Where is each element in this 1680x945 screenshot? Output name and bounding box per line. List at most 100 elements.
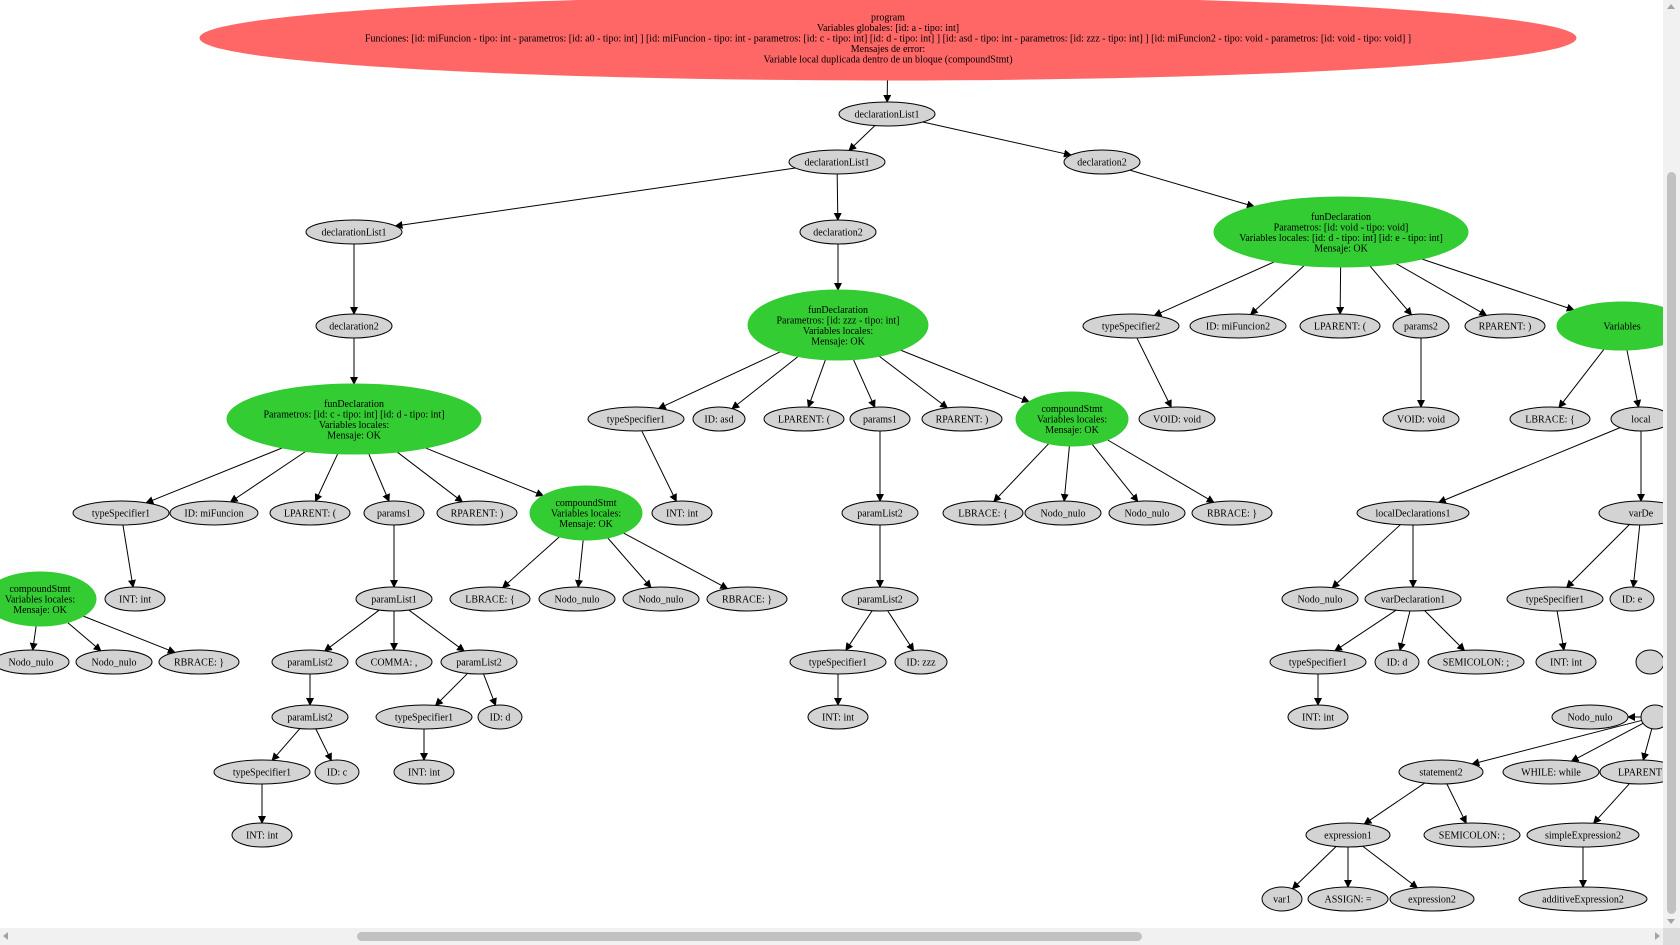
node-lb_r[interactable]: LBRACE: { [1509, 406, 1591, 432]
node-decl2_r[interactable]: declaration2 [1063, 149, 1141, 175]
node-id_zzz[interactable]: ID: zzz [894, 649, 948, 675]
edge-lparent_r2-to-se2 [1592, 783, 1630, 824]
node-label: statement2 [1419, 768, 1462, 779]
node-int_m[interactable]: INT: int [651, 500, 713, 526]
node-id_c[interactable]: ID: c [314, 759, 360, 785]
node-ts1_l[interactable]: typeSpecifier1 [72, 500, 170, 526]
node-semi_r1[interactable]: SEMICOLON: ; [1427, 649, 1525, 675]
node-id_mif[interactable]: ID: miFuncion [169, 500, 259, 526]
node-lp_l[interactable]: LPARENT: ( [269, 500, 351, 526]
node-id_e[interactable]: ID: e [1609, 586, 1655, 612]
node-label: INT: int [246, 831, 278, 842]
node-params1_m[interactable]: params1 [849, 406, 911, 432]
node-vd1[interactable]: varDeclaration1 [1364, 586, 1462, 612]
scroll-up-arrow-icon[interactable] [1667, 4, 1675, 9]
node-decl2_l[interactable]: declaration2 [315, 313, 393, 339]
node-lb_m[interactable]: LBRACE: { [942, 500, 1024, 526]
node-se2[interactable]: simpleExpression2 [1526, 822, 1640, 848]
node-var1[interactable]: var1 [1261, 886, 1303, 912]
node-nn_m2[interactable]: Nodo_nulo [1108, 500, 1186, 526]
node-nn_m1[interactable]: Nodo_nulo [1024, 500, 1102, 526]
node-rb_far[interactable]: RBRACE: } [158, 649, 240, 675]
node-decl2_m[interactable]: declaration2 [799, 219, 877, 245]
node-lp_r[interactable]: LPARENT: ( [1299, 313, 1381, 339]
node-ts1_m[interactable]: typeSpecifier1 [587, 406, 685, 432]
scroll-left-arrow-icon[interactable] [3, 932, 8, 940]
node-void_p[interactable]: VOID: void [1382, 406, 1460, 432]
node-ts1_d[interactable]: typeSpecifier1 [375, 704, 473, 730]
node-stmt2[interactable]: statement2 [1398, 759, 1484, 785]
node-semi_r2[interactable]: SEMICOLON: ; [1423, 822, 1521, 848]
node-lp_m[interactable]: LPARENT: ( [763, 406, 845, 432]
node-nn_far2[interactable]: Nodo_nulo [75, 649, 153, 675]
node-cs_r[interactable]: Variables [1556, 301, 1663, 351]
node-rp_r[interactable]: RPARENT: ) [1464, 313, 1546, 339]
node-id_d_r[interactable]: ID: d [1374, 649, 1420, 675]
node-rp_l[interactable]: RPARENT: ) [436, 500, 518, 526]
scroll-down-arrow-icon[interactable] [1667, 919, 1675, 924]
horizontal-scrollbar[interactable] [0, 928, 1663, 945]
node-rb_m[interactable]: RBRACE: } [1191, 500, 1273, 526]
node-local_r[interactable]: local [1610, 406, 1663, 432]
node-int_d[interactable]: INT: int [393, 759, 455, 785]
node-pl1_l[interactable]: paramList1 [355, 586, 433, 612]
node-expr2[interactable]: expression2 [1389, 886, 1475, 912]
node-ld1[interactable]: localDeclarations1 [1356, 500, 1470, 526]
node-int_r2[interactable]: INT: int [1535, 649, 1597, 675]
node-pl2_a[interactable]: paramList2 [271, 649, 349, 675]
node-int_c[interactable]: INT: int [231, 822, 293, 848]
node-dl1_c[interactable]: declarationList1 [305, 219, 403, 245]
node-pl2_c[interactable]: paramList2 [271, 704, 349, 730]
node-nn_l2[interactable]: Nodo_nulo [622, 586, 700, 612]
node-dl1_a[interactable]: declarationList1 [838, 101, 936, 127]
node-params2_r[interactable]: params2 [1392, 313, 1450, 339]
node-label: SEMICOLON: ; [1443, 658, 1510, 669]
node-expr1[interactable]: expression1 [1305, 822, 1391, 848]
node-nn_l1[interactable]: Nodo_nulo [538, 586, 616, 612]
node-id_mif2[interactable]: ID: miFuncion2 [1189, 313, 1287, 339]
node-comma[interactable]: COMMA: , [355, 649, 433, 675]
node-cut_r2[interactable] [1640, 704, 1663, 730]
node-nn_r2[interactable]: Nodo_nulo [1551, 704, 1629, 730]
node-ts1_c[interactable]: typeSpecifier1 [213, 759, 311, 785]
node-rb_l[interactable]: RBRACE: } [706, 586, 788, 612]
node-pl2_m1[interactable]: paramList2 [841, 500, 919, 526]
node-ae2[interactable]: additiveExpression2 [1518, 886, 1648, 912]
horizontal-scroll-thumb[interactable] [357, 932, 1142, 941]
node-pl2_m2[interactable]: paramList2 [841, 586, 919, 612]
node-id_asd[interactable]: ID: asd [692, 406, 746, 432]
node-dl1_b[interactable]: declarationList1 [788, 149, 886, 175]
node-ts1_r2[interactable]: typeSpecifier1 [1506, 586, 1604, 612]
node-lb_l[interactable]: LBRACE: { [449, 586, 531, 612]
node-rp_m[interactable]: RPARENT: ) [921, 406, 1003, 432]
vertical-scroll-thumb[interactable] [1667, 172, 1676, 914]
node-while[interactable]: WHILE: while [1502, 759, 1600, 785]
node-vard_r[interactable]: varDe [1598, 500, 1663, 526]
node-assign[interactable]: ASSIGN: = [1307, 886, 1389, 912]
node-nn_r1[interactable]: Nodo_nulo [1281, 586, 1359, 612]
node-ts1_r1[interactable]: typeSpecifier1 [1269, 649, 1367, 675]
node-id_d_l[interactable]: ID: d [477, 704, 523, 730]
node-void_ts[interactable]: VOID: void [1138, 406, 1216, 432]
node-nn_far1[interactable]: Nodo_nulo [0, 649, 70, 675]
node-params1_l[interactable]: params1 [363, 500, 425, 526]
node-cut_r1[interactable] [1635, 649, 1663, 675]
vertical-scrollbar[interactable] [1663, 0, 1680, 928]
node-int_r1[interactable]: INT: int [1287, 704, 1349, 730]
scroll-right-arrow-icon[interactable] [1655, 932, 1660, 940]
node-ts2_r[interactable]: typeSpecifier2 [1082, 313, 1180, 339]
node-ellipse [1364, 586, 1462, 612]
node-lparent_r2[interactable]: LPARENT [1599, 759, 1663, 785]
node-ts1_zzz[interactable]: typeSpecifier1 [789, 649, 887, 675]
node-pl2_b[interactable]: paramList2 [440, 649, 518, 675]
node-int_l[interactable]: INT: int [104, 586, 166, 612]
node-int_zzz[interactable]: INT: int [807, 704, 869, 730]
